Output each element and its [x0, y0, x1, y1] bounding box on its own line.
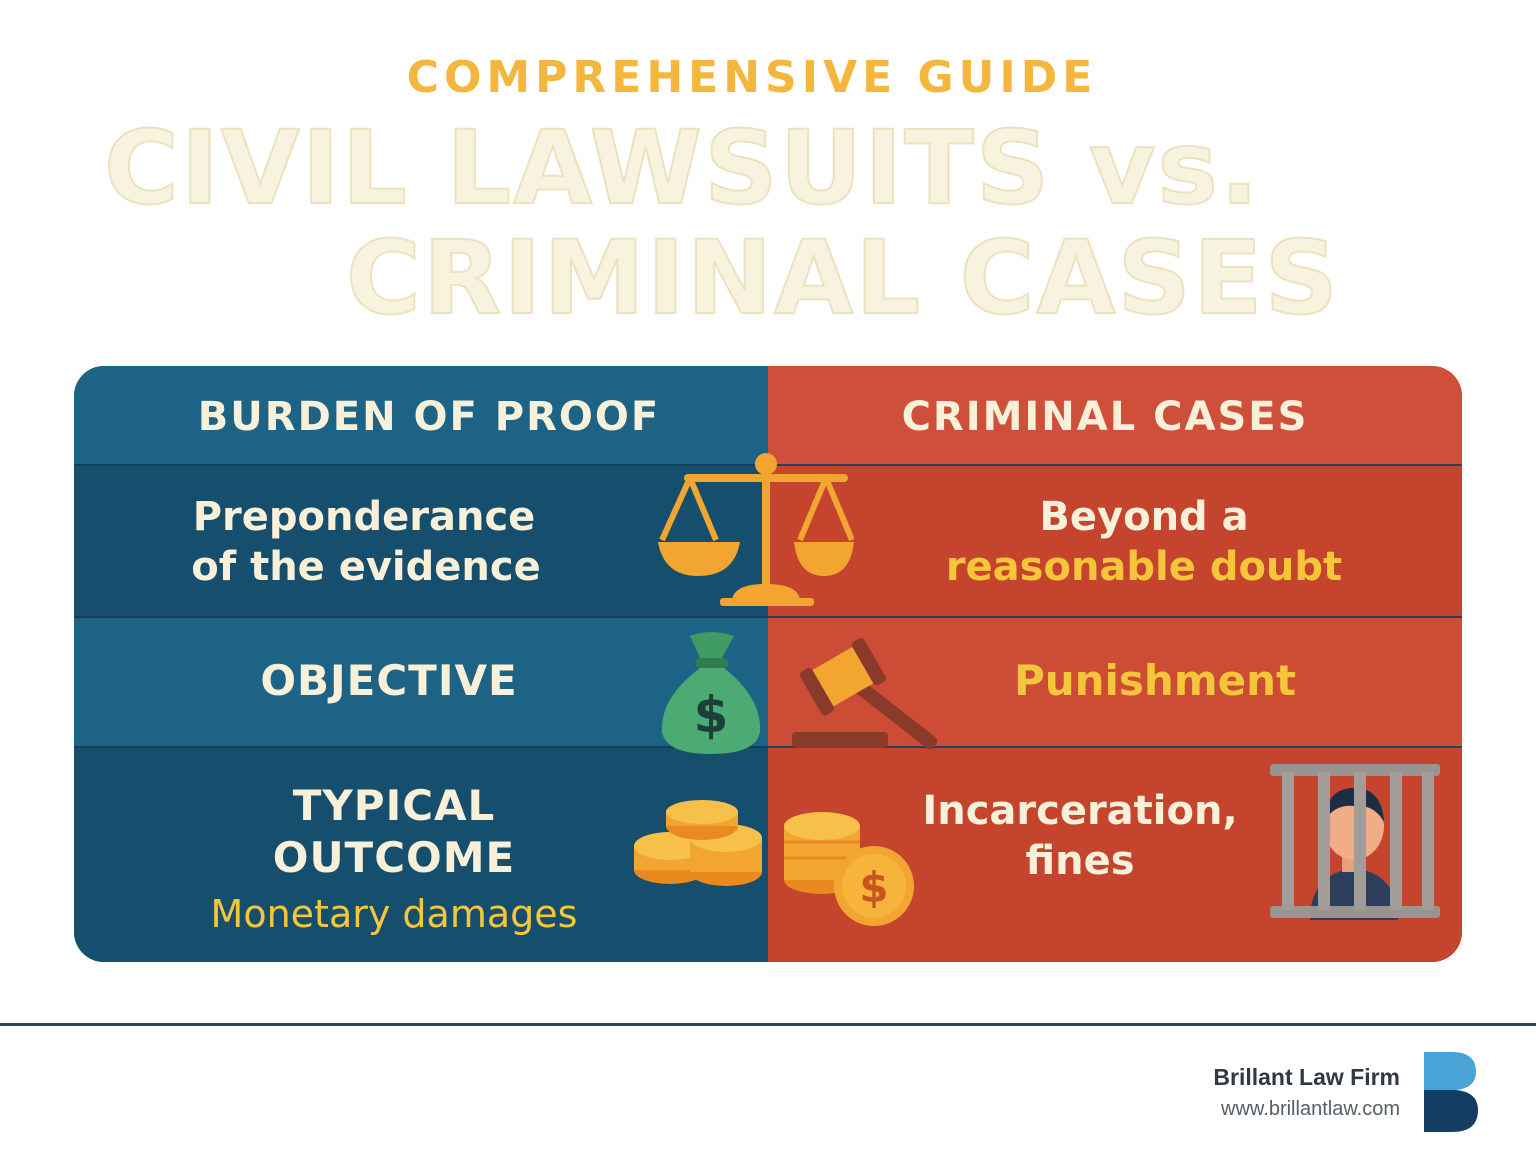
jail-bars-icon: [1270, 764, 1440, 920]
coin-stack-icon: [634, 800, 762, 886]
civil-outcome-label-line-1: TYPICAL: [292, 781, 496, 830]
criminal-burden-line-2: reasonable doubt: [945, 544, 1343, 590]
civil-burden-line-2: of the evidence: [191, 544, 541, 590]
comparison-card: BURDEN OF PROOF CRIMINAL CASES Preponder…: [74, 366, 1462, 962]
page-title-line-2: CRIMINAL CASES: [345, 219, 1341, 338]
svg-text:$: $: [694, 686, 729, 744]
coins-dollar-icon: $: [784, 812, 914, 926]
left-column-header: BURDEN OF PROOF: [197, 394, 661, 440]
civil-column: [74, 366, 768, 962]
guide-kicker: COMPREHENSIVE GUIDE: [406, 52, 1098, 103]
gavel-icon: [792, 637, 938, 750]
money-bag-icon: $: [661, 632, 761, 754]
criminal-outcome-line-2: fines: [1025, 838, 1135, 884]
criminal-burden-line-1: Beyond a: [1039, 494, 1249, 540]
brillant-logo-icon: [1424, 1052, 1478, 1132]
page-title-line-1: CIVIL LAWSUITS vs.: [103, 109, 1261, 228]
civil-burden-line-1: Preponderance: [192, 494, 536, 540]
civil-objective-label: OBJECTIVE: [260, 656, 518, 705]
civil-outcome-value: Monetary damages: [210, 892, 578, 936]
firm-website: www.brillantlaw.com: [1221, 1098, 1400, 1120]
svg-text:$: $: [859, 863, 888, 912]
civil-outcome-label-line-2: OUTCOME: [272, 833, 516, 882]
footer-divider: [0, 1023, 1536, 1026]
criminal-outcome-line-1: Incarceration,: [922, 788, 1238, 834]
scales-of-justice-icon: [658, 453, 854, 606]
firm-name: Brillant Law Firm: [1213, 1064, 1400, 1090]
right-column-header: CRIMINAL CASES: [901, 394, 1309, 440]
criminal-objective-value: Punishment: [1013, 656, 1297, 705]
